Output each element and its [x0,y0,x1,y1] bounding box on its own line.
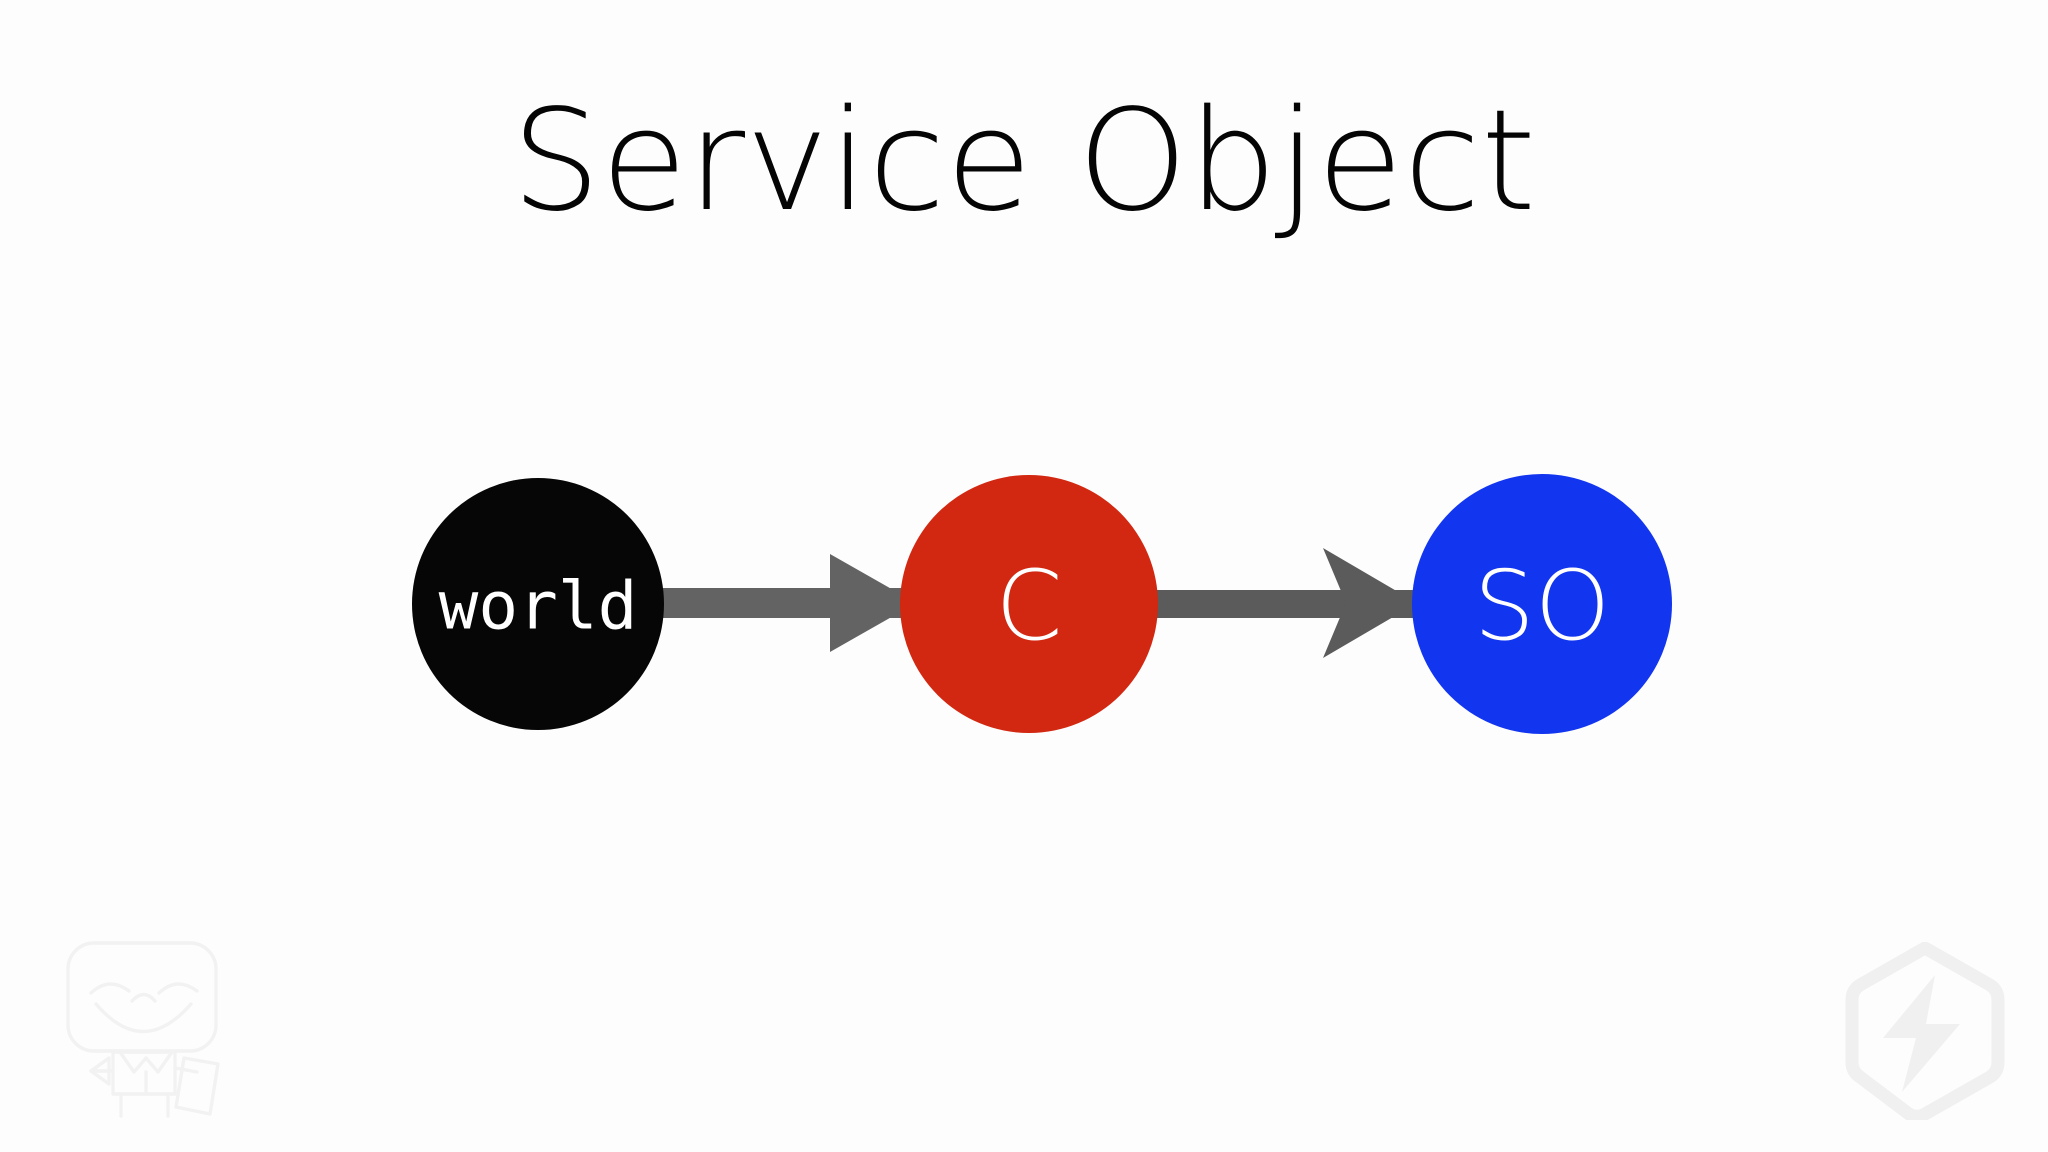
node-so-label: SO [1474,550,1611,662]
node-so-circle[interactable] [1412,474,1672,734]
edge-world-to-c-arrowhead [830,554,916,652]
edge-c-to-so [1150,548,1450,658]
node-world-label: world [439,568,638,645]
node-world[interactable]: world [412,478,664,730]
page-title: Service Object [511,80,1537,243]
edge-c-to-so-arrowhead [1323,548,1417,658]
node-c-circle[interactable] [900,475,1158,733]
node-world-circle[interactable] [412,478,664,730]
node-so[interactable]: SO [1412,474,1672,734]
mascot-robot-logo [58,936,238,1125]
node-c[interactable]: C [900,475,1158,733]
hexagon-lightning-logo [1840,941,2010,1124]
node-c-label: C [995,550,1062,662]
